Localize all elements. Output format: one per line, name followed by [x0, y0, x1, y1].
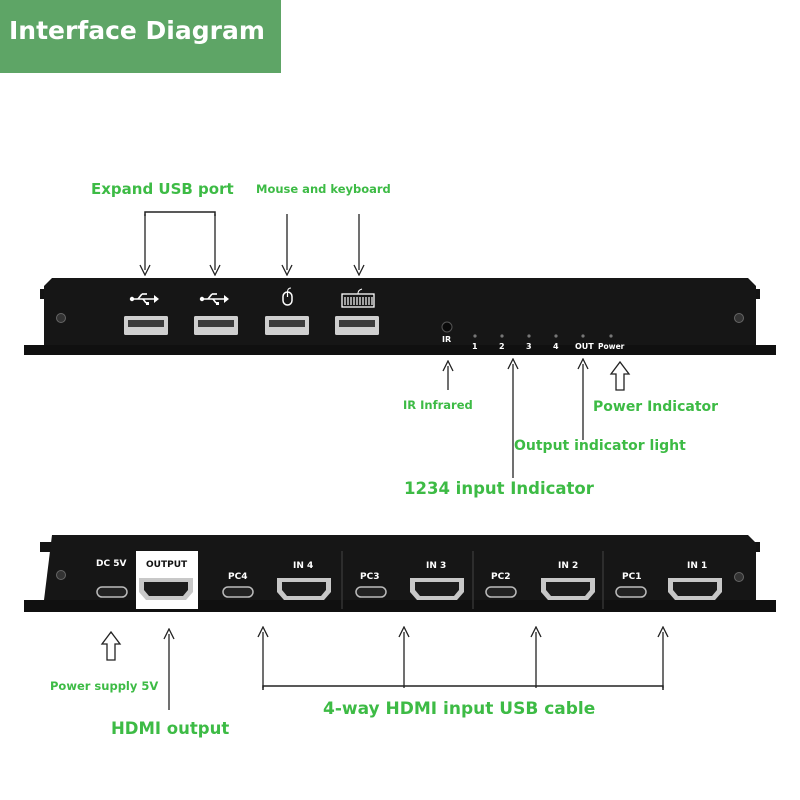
callout-hdmi-output: HDMI output: [111, 719, 230, 738]
usb-port-mouse: [265, 316, 309, 335]
port-label-pc2: PC2: [491, 572, 511, 582]
power-supply-arrow: [100, 630, 122, 661]
callout-output-indicator-light: Output indicator light: [514, 438, 686, 454]
pc2-usb-c-port: [485, 586, 517, 598]
port-label-pc1: PC1: [622, 572, 642, 582]
led-3: [527, 334, 531, 338]
keyboard-icon: [341, 288, 375, 308]
usb-port-expand-1: [124, 316, 168, 335]
port-label-ir: IR: [442, 335, 452, 344]
port-label-led-1: 1: [472, 342, 478, 351]
port-label-dc-5v: DC 5V: [96, 559, 127, 569]
led-power: [609, 334, 613, 338]
hdmi-output-port: [139, 578, 193, 600]
led-out: [581, 334, 585, 338]
port-label-in1: IN 1: [687, 561, 708, 571]
hdmi-in4-port: [277, 578, 331, 600]
port-label-led-2: 2: [499, 342, 505, 351]
callout-power-indicator: Power Indicator: [593, 399, 719, 415]
pc1-usb-c-port: [615, 586, 647, 598]
ir-receiver: [441, 321, 453, 333]
mouse-icon: [282, 287, 293, 306]
banner-title: Interface Diagram: [9, 16, 265, 45]
pc3-usb-c-port: [355, 586, 387, 598]
port-label-pc3: PC3: [360, 572, 380, 582]
hdmi-in2-port: [541, 578, 595, 600]
title-banner: Interface Diagram: [0, 0, 281, 73]
callout-input-indicator: 1234 input Indicator: [404, 479, 594, 498]
port-label-in3: IN 3: [426, 561, 447, 571]
port-label-pc4: PC4: [228, 572, 248, 582]
led-4: [554, 334, 558, 338]
callout-hdmi-inputs: 4-way HDMI input USB cable: [323, 699, 596, 719]
port-label-led-3: 3: [526, 342, 532, 351]
top-callout-arrows: [145, 211, 583, 478]
bottom-device-panel: [24, 535, 776, 612]
hdmi-in3-port: [410, 578, 464, 600]
hdmi-in1-port: [668, 578, 722, 600]
dc-5v-port: [96, 586, 128, 598]
power-indicator-arrow: [609, 360, 631, 391]
led-2: [500, 334, 504, 338]
usb-icon: [129, 293, 159, 305]
usb-icon: [199, 293, 229, 305]
port-label-led-power: Power: [598, 342, 625, 351]
callout-ir-infrared: IR Infrared: [403, 398, 473, 412]
port-label-in2: IN 2: [558, 561, 579, 571]
port-label-in4: IN 4: [293, 561, 314, 571]
usb-port-keyboard: [335, 316, 379, 335]
led-1: [473, 334, 477, 338]
port-label-output: OUTPUT: [146, 560, 188, 570]
port-label-led-4: 4: [553, 342, 559, 351]
callout-mouse-and-keyboard: Mouse and keyboard: [256, 182, 391, 196]
callout-expand-usb-port: Expand USB port: [91, 180, 234, 198]
port-label-led-out: OUT: [575, 342, 594, 351]
pc4-usb-c-port: [222, 586, 254, 598]
bottom-callout-arrows: [169, 632, 663, 710]
callout-power-supply: Power supply 5V: [50, 679, 159, 693]
top-device-panel: [24, 278, 776, 355]
usb-port-expand-2: [194, 316, 238, 335]
